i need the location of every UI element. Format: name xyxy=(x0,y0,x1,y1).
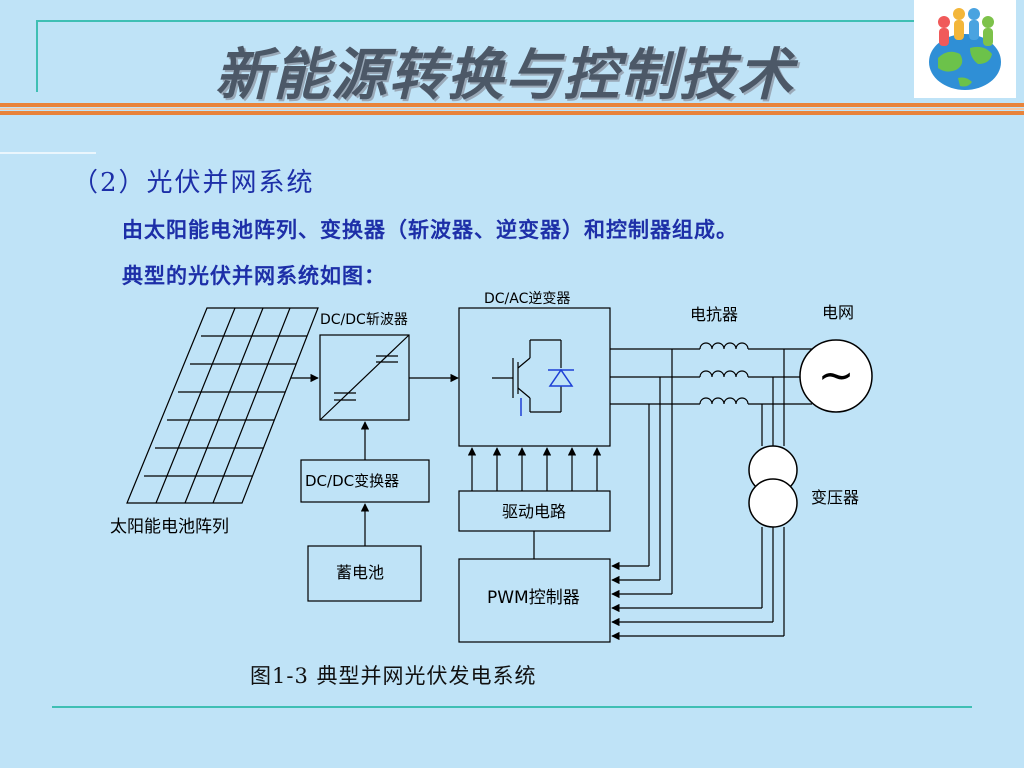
dcdc-chopper-block xyxy=(319,334,410,421)
dcdc-converter-label: DC/DC变换器 xyxy=(305,472,399,490)
grid-label: 电网 xyxy=(822,303,854,322)
header-stripe-top xyxy=(0,103,1024,107)
figure-caption: 图1-3 典型并网光伏发电系统 xyxy=(250,664,537,688)
battery-label: 蓄电池 xyxy=(336,563,384,582)
drive-circuit-label: 驱动电路 xyxy=(502,502,566,521)
header-stripe-mid xyxy=(0,108,1024,110)
grid-symbol: ~ xyxy=(818,350,855,401)
section-heading: （2）光伏并网系统 xyxy=(72,168,315,198)
pwm-controller-block xyxy=(458,558,611,643)
solar-array-label: 太阳能电池阵列 xyxy=(110,517,229,537)
reactor-coils xyxy=(699,342,749,405)
pwm-controller-label: PWM控制器 xyxy=(487,588,580,608)
description-line-2: 典型的光伏并网系统如图： xyxy=(122,263,386,288)
footer-rule xyxy=(52,706,972,708)
solar-array xyxy=(126,307,319,504)
app-logo xyxy=(914,0,1016,98)
slide-title: 新能源转换与控制技术 xyxy=(215,43,795,108)
description-line-1: 由太阳能电池阵列、变换器（斩波器、逆变器）和控制器组成。 xyxy=(122,217,738,242)
header-left-bracket xyxy=(36,20,38,92)
dcac-inverter-label: DC/AC逆变器 xyxy=(484,291,570,307)
transformer-label: 变压器 xyxy=(811,488,859,507)
dcdc-chopper-label: DC/DC斩波器 xyxy=(320,312,408,328)
left-accent-rule xyxy=(0,152,96,154)
globe-people-icon xyxy=(929,8,1001,90)
grid-source-icon xyxy=(799,339,873,413)
transformer-coil-bottom xyxy=(748,478,798,528)
reactor-label: 电抗器 xyxy=(690,305,738,324)
dcac-inverter-block xyxy=(458,307,611,447)
diode-icon xyxy=(548,368,574,387)
header-top-rule xyxy=(36,20,916,22)
header-stripe-bottom xyxy=(0,111,1024,115)
